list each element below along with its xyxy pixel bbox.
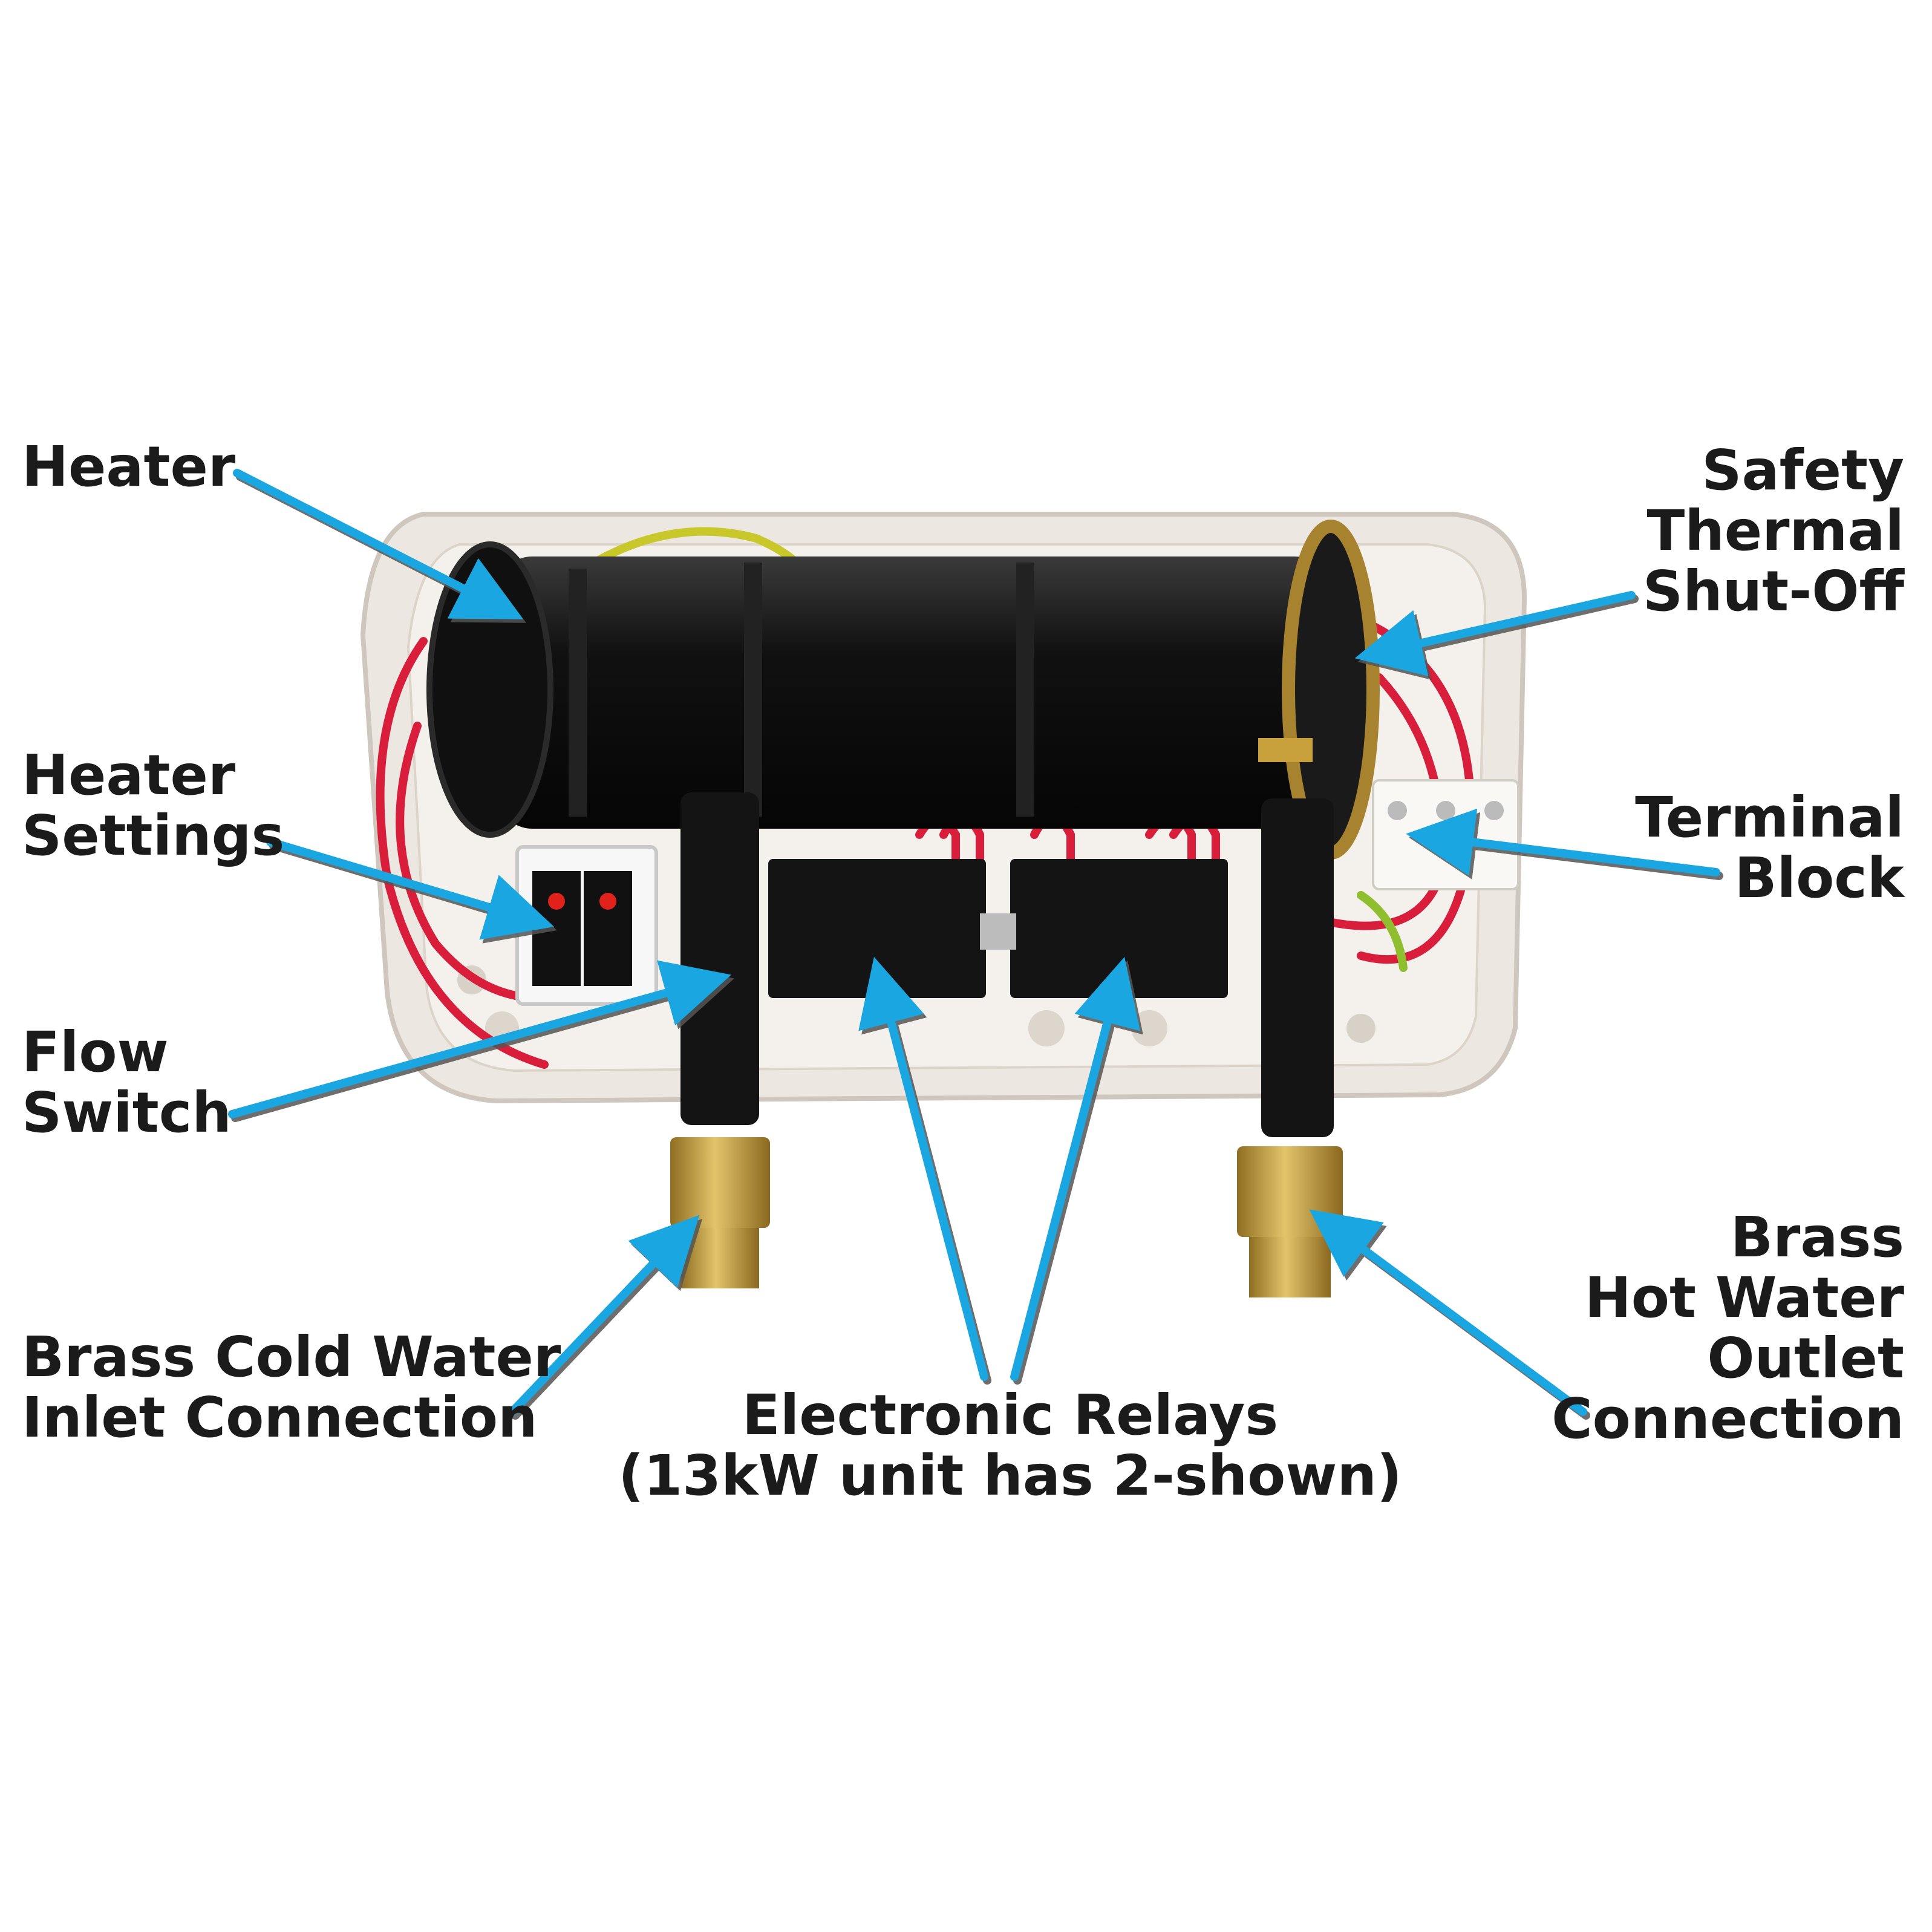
label-flow-switch-line1: Flow <box>22 1020 169 1085</box>
label-terminal-block: Terminal Block <box>1635 788 1904 909</box>
label-heater-settings: Heater Settings <box>22 745 284 866</box>
arrow-icon <box>1010 956 1140 1381</box>
label-heater-line1: Heater <box>22 434 236 499</box>
label-thermal-shutoff-line2: Thermal <box>1646 498 1905 563</box>
label-hot-outlet-line3: Outlet <box>1707 1326 1904 1391</box>
label-thermal-shutoff: Safety Thermal Shut-Off <box>1643 440 1904 622</box>
label-hot-outlet-line4: Connection <box>1552 1386 1904 1451</box>
label-cold-inlet-line1: Brass Cold Water <box>22 1325 561 1389</box>
arrow-icon <box>266 838 554 940</box>
arrow-icon <box>233 469 523 619</box>
brass-fittings <box>670 1137 1343 1297</box>
label-heater-settings-line1: Heater <box>22 743 236 808</box>
label-cold-inlet-line2: Inlet Connection <box>22 1385 538 1450</box>
pipes <box>680 792 1334 1137</box>
label-relays: Electronic Relays (13kW unit has 2-shown… <box>605 1385 1415 1506</box>
relays <box>768 859 1228 998</box>
label-relays-line1: Electronic Relays <box>742 1383 1279 1447</box>
label-heater: Heater <box>22 437 235 497</box>
arrow-icon <box>508 1215 700 1416</box>
label-heater-settings-line2: Settings <box>22 803 285 868</box>
arrow-icon <box>1406 808 1720 876</box>
label-hot-outlet: Brass Hot Water Outlet Connection <box>1552 1207 1904 1449</box>
label-terminal-block-line1: Terminal <box>1635 785 1904 850</box>
heater-tube <box>426 520 1380 860</box>
arrow-icon <box>1309 1209 1587 1416</box>
arrow-icon <box>1354 591 1636 676</box>
label-terminal-block-line2: Block <box>1734 846 1904 910</box>
label-thermal-shutoff-line3: Shut-Off <box>1642 559 1904 624</box>
arrow-icon <box>858 956 988 1381</box>
label-hot-outlet-line2: Hot Water <box>1584 1265 1904 1330</box>
label-cold-inlet: Brass Cold Water Inlet Connection <box>22 1327 561 1448</box>
label-flow-switch-line2: Switch <box>22 1080 232 1145</box>
label-thermal-shutoff-line1: Safety <box>1702 438 1904 503</box>
label-flow-switch: Flow Switch <box>22 1022 232 1143</box>
label-hot-outlet-line1: Brass <box>1730 1205 1904 1270</box>
arrow-icon <box>228 960 731 1118</box>
label-relays-line2: (13kW unit has 2-shown) <box>618 1443 1402 1508</box>
callout-arrows <box>228 469 1723 1420</box>
